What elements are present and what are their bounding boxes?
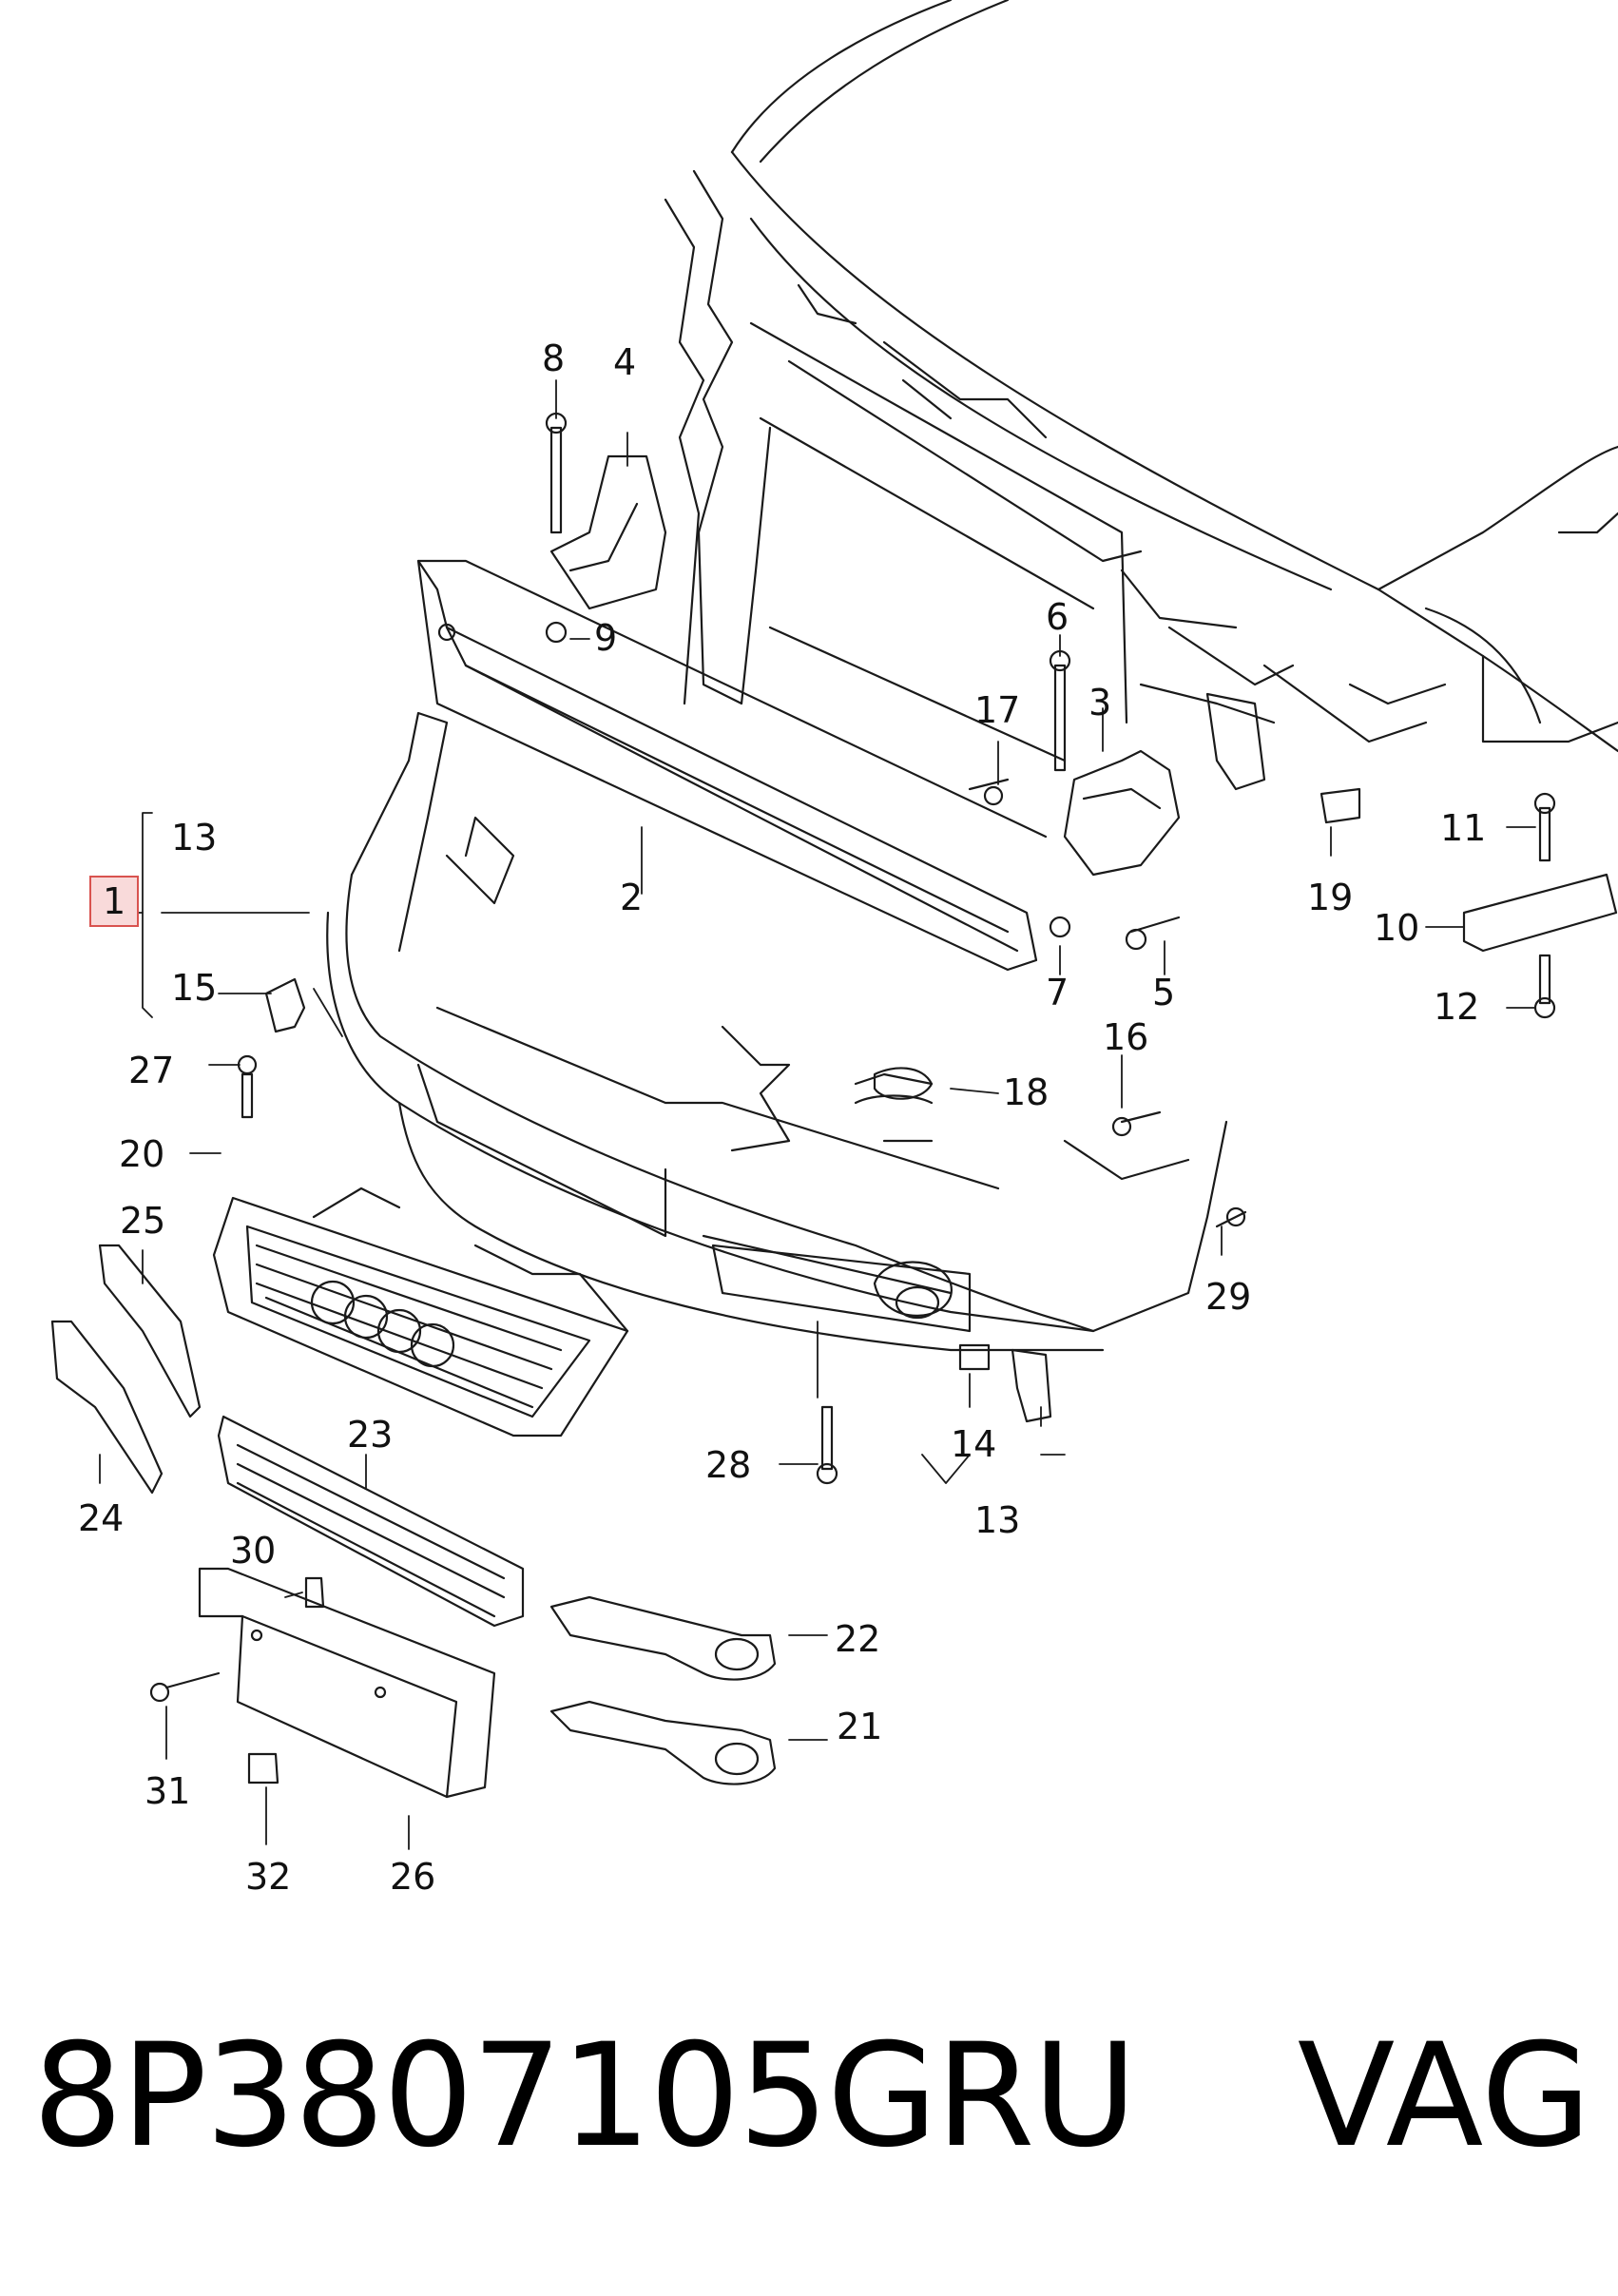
brand-name: VAG — [1297, 2014, 1591, 2179]
callout-12[interactable]: 12 — [1434, 986, 1480, 1028]
callout-17[interactable]: 17 — [974, 689, 1021, 731]
callout-28[interactable]: 28 — [705, 1444, 752, 1486]
leader-lines — [99, 379, 1536, 1850]
part-number: 8P3807105GRU — [32, 2014, 1137, 2179]
callout-18[interactable]: 18 — [1003, 1071, 1050, 1113]
callout-3[interactable]: 3 — [1088, 682, 1112, 724]
callout-14[interactable]: 14 — [951, 1423, 997, 1465]
callout-16[interactable]: 16 — [1103, 1016, 1149, 1058]
callout-31[interactable]: 31 — [144, 1770, 191, 1812]
lock-carrier — [664, 169, 1276, 791]
bumper-reinforcement — [416, 559, 1048, 972]
callout-32[interactable]: 32 — [245, 1856, 292, 1898]
fog-lamp-grilles — [549, 1595, 777, 1785]
callout-23[interactable]: 23 — [347, 1414, 394, 1456]
exploded-parts-diagram — [50, 0, 1618, 1850]
callout-5[interactable]: 5 — [1152, 972, 1176, 1013]
callout-1-highlighted[interactable]: 1 — [89, 876, 140, 927]
callout-21[interactable]: 21 — [837, 1706, 883, 1747]
callout-13-left[interactable]: 13 — [171, 817, 218, 859]
callout-20[interactable]: 20 — [119, 1133, 165, 1175]
car-body-outline — [730, 0, 1618, 753]
grille-trim-strips — [50, 1244, 202, 1495]
bumper-cover — [326, 711, 1228, 1352]
callout-8[interactable]: 8 — [542, 338, 566, 379]
radiator-grille — [212, 1187, 629, 1437]
callout-15[interactable]: 15 — [171, 967, 218, 1009]
license-plate-bracket — [198, 1567, 496, 1799]
callout-22[interactable]: 22 — [835, 1618, 881, 1660]
callout-4[interactable]: 4 — [613, 341, 637, 383]
callout-7[interactable]: 7 — [1046, 972, 1069, 1013]
callout-13-bottom[interactable]: 13 — [974, 1499, 1021, 1541]
callout-27[interactable]: 27 — [128, 1050, 175, 1091]
small-parts — [149, 412, 1618, 1785]
callout-19[interactable]: 19 — [1307, 877, 1354, 918]
callout-11[interactable]: 11 — [1440, 807, 1487, 849]
callout-10[interactable]: 10 — [1374, 907, 1420, 949]
callout-29[interactable]: 29 — [1205, 1276, 1252, 1318]
mounting-brackets — [549, 454, 1181, 877]
lower-grille — [217, 1415, 525, 1628]
callout-6[interactable]: 6 — [1046, 596, 1069, 638]
callout-2[interactable]: 2 — [620, 877, 644, 918]
callout-24[interactable]: 24 — [78, 1497, 125, 1539]
callout-30[interactable]: 30 — [230, 1530, 277, 1572]
callout-25[interactable]: 25 — [120, 1200, 166, 1242]
part-caption: 8P3807105GRU VAG — [32, 2025, 1591, 2215]
callout-26[interactable]: 26 — [390, 1856, 436, 1898]
callout-9[interactable]: 9 — [594, 617, 618, 659]
